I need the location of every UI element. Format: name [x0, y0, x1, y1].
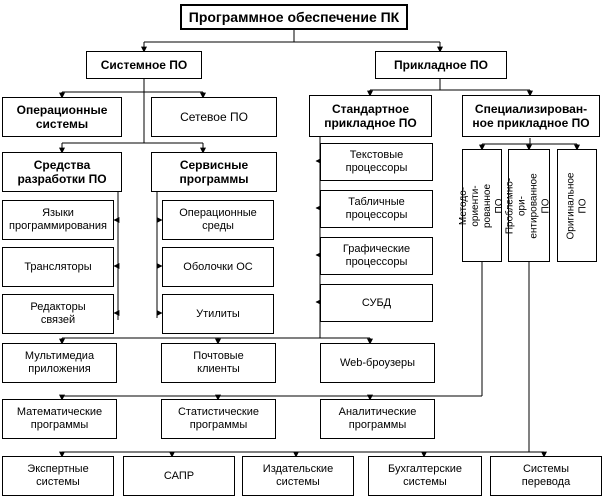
- application-software-box: Прикладное ПО: [375, 51, 507, 79]
- operating-systems-box: Операционные системы: [2, 97, 122, 137]
- os-shells-box: Оболочки ОС: [162, 247, 274, 287]
- diagram-title: Программное обеспечение ПК: [180, 4, 408, 30]
- translators-box: Трансляторы: [2, 247, 114, 287]
- dev-tools-box: Средства разработки ПО: [2, 152, 122, 192]
- cad-box: САПР: [123, 456, 235, 496]
- utilities-box: Утилиты: [162, 294, 274, 334]
- link-editors-box: Редакторы связей: [2, 294, 114, 334]
- standard-applied-box: Стандартное прикладное ПО: [309, 95, 432, 137]
- graphic-processors-box: Графические процессоры: [320, 237, 433, 275]
- math-programs-box: Математические программы: [2, 399, 117, 439]
- accounting-systems-box: Бухгалтерские системы: [368, 456, 482, 496]
- analytics-programs-box: Аналитические программы: [320, 399, 435, 439]
- web-browsers-box: Web-броузеры: [320, 343, 435, 383]
- dbms-box: СУБД: [320, 284, 433, 322]
- specialized-applied-box: Специализирован- ное прикладное ПО: [462, 95, 600, 137]
- method-oriented-box: Методо-ориенти- рованное ПО: [458, 149, 505, 262]
- expert-systems-box: Экспертные системы: [2, 456, 114, 496]
- service-programs-box: Сервисные программы: [151, 152, 277, 192]
- network-software-box: Сетевое ПО: [151, 97, 277, 137]
- programming-languages-box: Языки программирования: [2, 200, 114, 240]
- translation-systems-box: Системы перевода: [490, 456, 602, 496]
- multimedia-apps-box: Мультимедиа приложения: [2, 343, 117, 383]
- mail-clients-box: Почтовые клиенты: [161, 343, 276, 383]
- statistics-programs-box: Статистические программы: [161, 399, 276, 439]
- table-processors-box: Табличные процессоры: [320, 190, 433, 228]
- operating-environments-box: Операционные среды: [162, 200, 274, 240]
- text-processors-box: Текстовые процессоры: [320, 143, 433, 181]
- system-software-box: Системное ПО: [86, 51, 202, 79]
- problem-oriented-box: Проблемно-ори- ентированное ПО: [505, 149, 552, 262]
- publishing-systems-box: Издательские системы: [242, 456, 354, 496]
- original-software-box: Оригинальное ПО: [557, 149, 597, 262]
